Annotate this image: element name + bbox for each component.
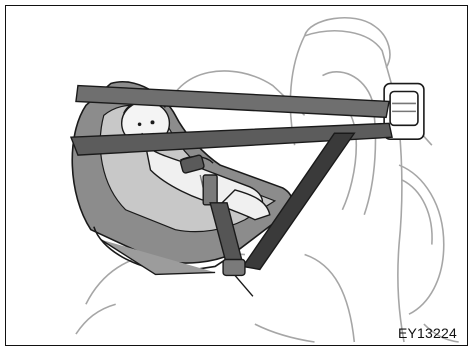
seat-belt-illustration <box>6 6 467 345</box>
figure-code: EY13224 <box>398 325 457 341</box>
illustration-frame: EY13224 <box>5 5 468 346</box>
